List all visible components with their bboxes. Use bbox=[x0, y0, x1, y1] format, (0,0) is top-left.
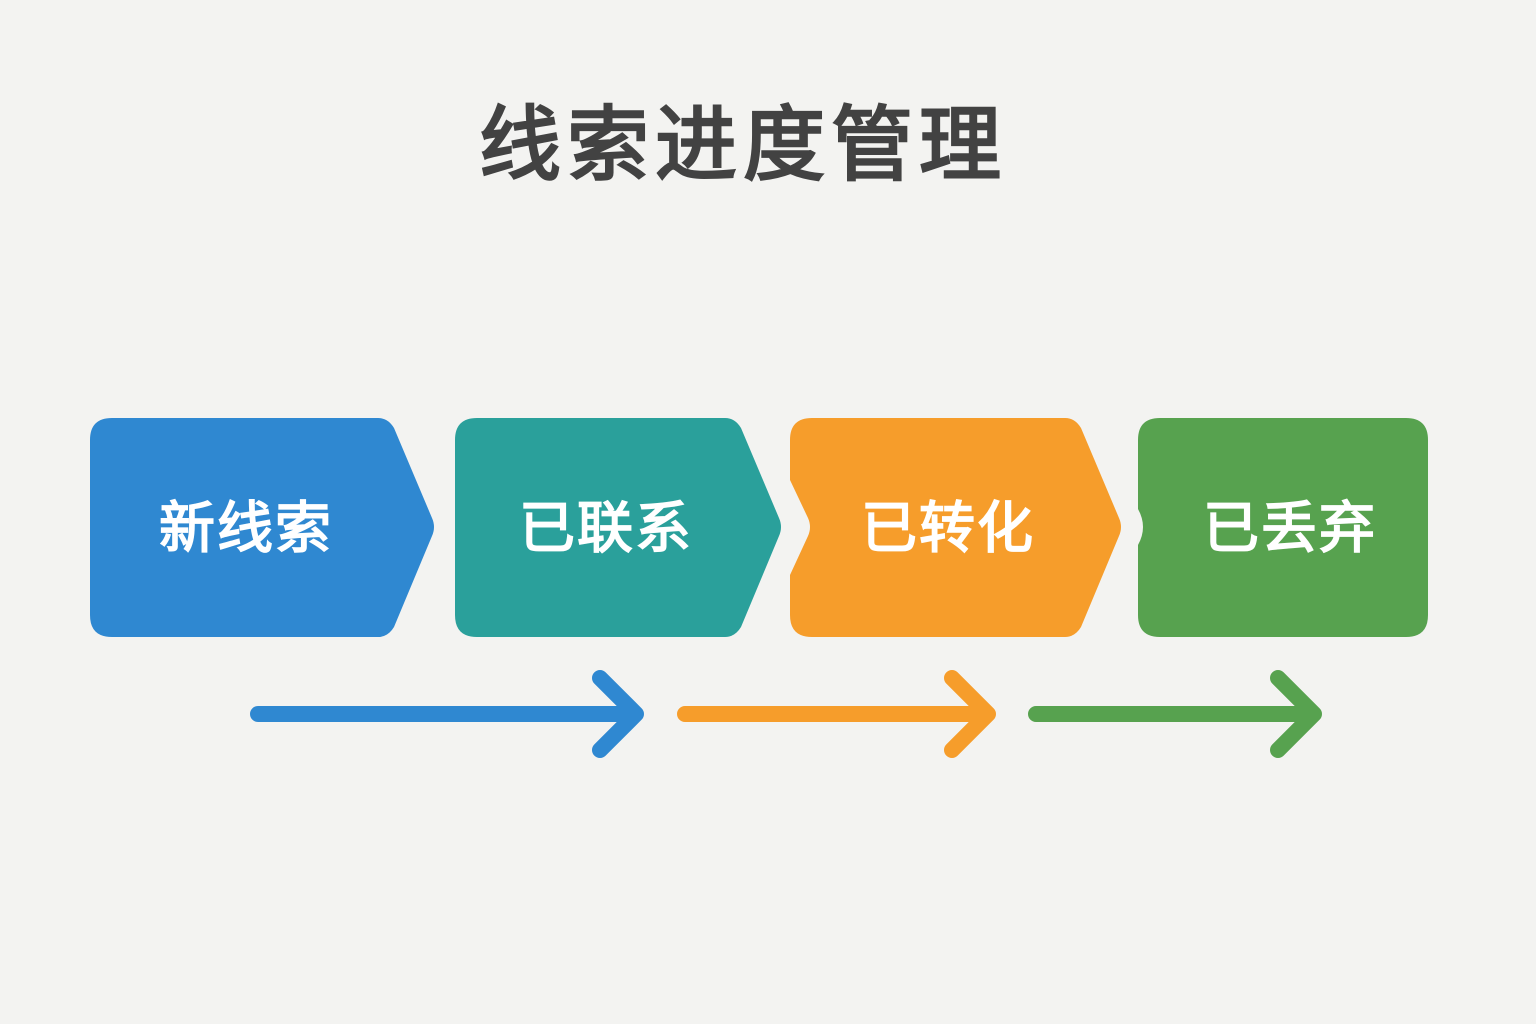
stage-shape bbox=[790, 418, 1121, 637]
stage-contacted[interactable]: 已联系 bbox=[455, 418, 781, 637]
arrow-right-icon bbox=[250, 670, 644, 758]
stage-shape bbox=[90, 418, 434, 637]
stage-label: 已转化 bbox=[861, 497, 1035, 562]
stage-shape bbox=[455, 418, 781, 637]
stage-new-lead[interactable]: 新线索 bbox=[90, 418, 434, 637]
arrow-right-icon bbox=[677, 670, 996, 758]
stage-label: 已联系 bbox=[519, 497, 693, 562]
stage-shape bbox=[1138, 418, 1428, 637]
page-title: 线索进度管理 bbox=[478, 98, 1007, 193]
arrow-right-icon bbox=[1028, 670, 1322, 758]
stage-discarded[interactable]: 已丢弃 bbox=[1138, 418, 1428, 637]
stage-label: 已丢弃 bbox=[1203, 497, 1377, 562]
stage-label: 新线索 bbox=[159, 497, 333, 562]
stage-converted[interactable]: 已转化 bbox=[790, 418, 1121, 637]
